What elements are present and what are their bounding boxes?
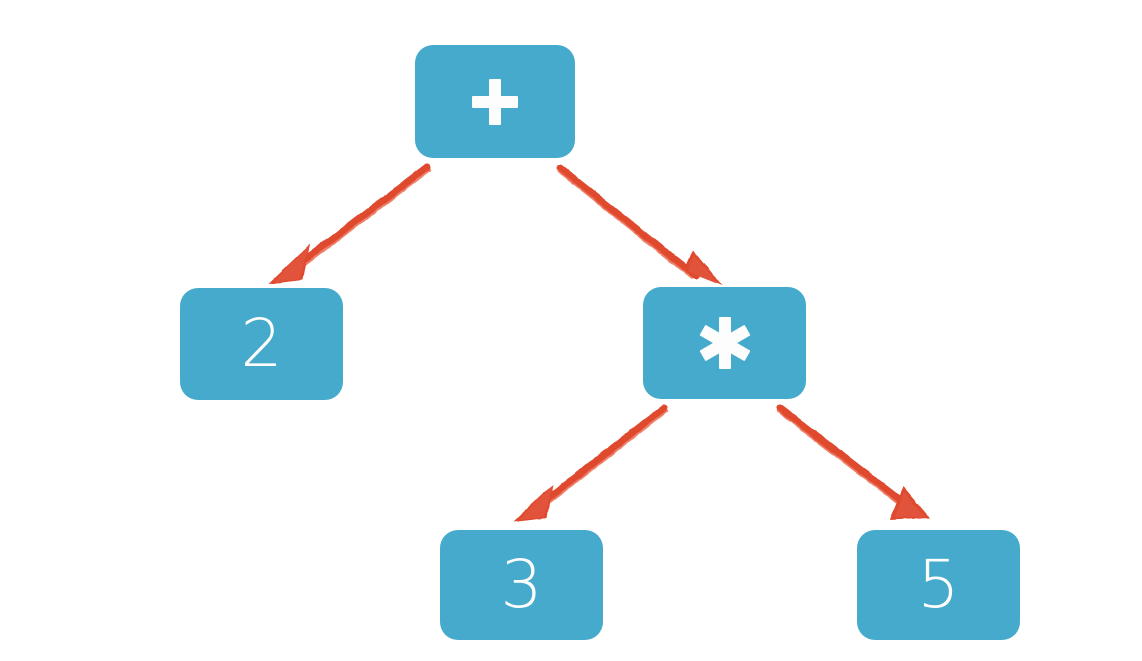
edge-mul-to-five [776, 404, 930, 520]
tree-node-two[interactable]: 2 [180, 288, 343, 400]
edge-root-to-two [268, 163, 432, 284]
tree-node-label-two: 2 [240, 305, 283, 382]
tree-node-five[interactable]: 5 [857, 530, 1020, 640]
tree-node-label-five: 5 [917, 546, 960, 623]
tree-node-three[interactable]: 3 [440, 530, 603, 640]
asterisk-operator-icon [698, 317, 751, 369]
edge-root-to-mul [556, 164, 722, 285]
plus-operator-icon [472, 78, 518, 125]
tree-node-root-plus[interactable]: + [415, 45, 575, 158]
edge-mul-to-three [513, 404, 669, 522]
tree-node-label-three: 3 [500, 546, 543, 623]
tree-node-multiply[interactable]: * [643, 287, 806, 399]
